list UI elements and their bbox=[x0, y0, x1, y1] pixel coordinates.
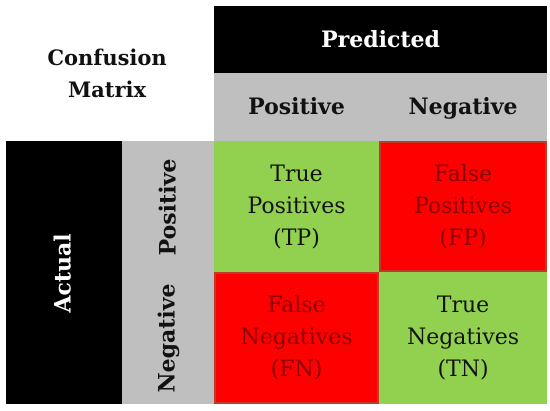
row-label-positive: Positive bbox=[155, 158, 182, 255]
cell-fn-line1: False bbox=[267, 293, 326, 318]
actual-header: Actual bbox=[6, 141, 122, 404]
column-header-negative: Negative bbox=[379, 73, 547, 141]
predicted-header: Predicted bbox=[214, 6, 547, 73]
cell-fp-line1: False bbox=[433, 161, 493, 187]
row-header-positive: Positive bbox=[122, 141, 214, 272]
cell-fn-line2: Negatives bbox=[240, 325, 353, 350]
cell-fp-line3: (FP) bbox=[439, 225, 487, 251]
matrix-title-line2: Matrix bbox=[67, 77, 147, 102]
cell-fp-line2: Positives bbox=[413, 193, 513, 219]
predicted-label: Predicted bbox=[321, 26, 440, 53]
matrix-title: Confusion Matrix bbox=[8, 38, 206, 110]
row-label-negative: Negative bbox=[155, 283, 182, 393]
cell-tn-line1: True bbox=[436, 293, 490, 318]
cell-tn-line2: Negatives bbox=[406, 325, 520, 350]
column-label-positive: Positive bbox=[248, 94, 345, 120]
cell-tp-line1: True bbox=[270, 161, 323, 187]
column-header-positive: Positive bbox=[214, 73, 379, 141]
cell-false-negatives: False Negatives (FN) bbox=[214, 272, 379, 404]
actual-label: Actual bbox=[50, 232, 77, 313]
cell-false-positives: False Positives (FP) bbox=[379, 141, 547, 272]
cell-tp-line2: Positives bbox=[247, 193, 346, 219]
column-label-negative: Negative bbox=[408, 94, 518, 120]
cell-tn-line3: (TN) bbox=[437, 357, 489, 382]
cell-tp-line3: (TP) bbox=[273, 225, 320, 251]
cell-true-positives: True Positives (TP) bbox=[214, 141, 379, 272]
row-header-negative: Negative bbox=[122, 272, 214, 404]
matrix-title-line1: Confusion bbox=[47, 45, 167, 70]
cell-fn-line3: (FN) bbox=[270, 357, 323, 382]
cell-true-negatives: True Negatives (TN) bbox=[379, 272, 547, 404]
